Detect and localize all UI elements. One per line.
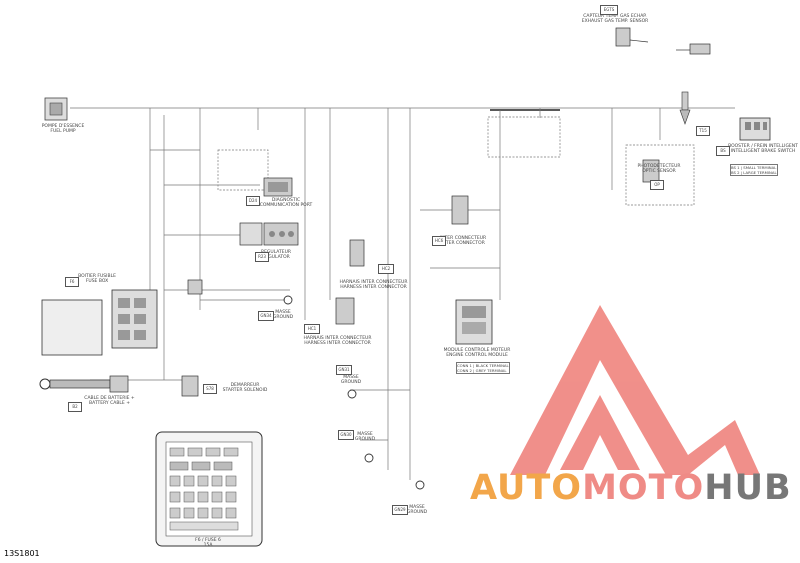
brake-row: BS 2 | LARGE TERMINAL (731, 170, 777, 175)
code-ground-a: GN34 (258, 311, 274, 321)
brake-terminal-table: BS 1 | SMALL TERMINAL BS 2 | LARGE TERMI… (730, 164, 778, 176)
code-inter: HC6 (432, 236, 446, 246)
code-brake: BS (716, 146, 730, 156)
code-harness-b: HC1 (304, 324, 320, 334)
fuel-pump-icon (44, 97, 68, 121)
diagram-id: 13S1801 (4, 549, 40, 558)
diagnostic-connector-icon (263, 177, 293, 197)
ecm-terminal-table: CONN 1 | BLACK TERMINAL CONN 2 | GREY TE… (456, 362, 510, 374)
battery-label: CABLE DE BATTERIE +BATTERY CABLE + (84, 396, 135, 406)
harness-connector-icon (335, 195, 469, 325)
exhaust-sensor-label: CAPTEUR TEMP. GAS ECHAP.EXHAUST GAS TEMP… (581, 14, 649, 24)
code-ground-d: GN29 (392, 505, 408, 515)
code-exhaust: EGTS (600, 5, 618, 15)
exhaust-sensor-icon (615, 27, 711, 55)
code-t15: T15 (696, 126, 710, 136)
brake-row: BS 1 | SMALL TERMINAL (731, 165, 777, 170)
code-regulator: R23 (255, 252, 269, 262)
fuse-box-icon (41, 289, 158, 356)
ecm-row: CONN 2 | GREY TERMINAL (457, 368, 507, 373)
code-fuse-box: F6 (65, 277, 79, 287)
battery-cable-icon (39, 375, 129, 393)
main-connector-pinout-icon (155, 431, 263, 547)
temperature-probe-icon (679, 91, 691, 125)
regulator-connector-icon (239, 222, 299, 246)
engine-control-module-icon (455, 299, 493, 345)
code-diag: D24 (246, 196, 260, 206)
code-ground-c: GN30 (338, 430, 354, 440)
brake-switch-connector-icon (739, 117, 771, 141)
starter-solenoid-icon (181, 279, 203, 397)
ecm-row: CONN 1 | BLACK TERMINAL (457, 363, 509, 368)
code-ground-b: GN31 (336, 365, 352, 375)
watermark-part2: MOTO (582, 468, 705, 508)
watermark-text: AUTOMOTOHUB (470, 468, 792, 508)
ground-ring-icon (283, 295, 425, 490)
watermark-part1: AUTO (470, 468, 583, 508)
watermark-logo (510, 305, 760, 475)
code-starter: S78 (203, 384, 217, 394)
code-harness-a: HC2 (378, 264, 394, 274)
code-optic: OP (650, 180, 664, 190)
code-battery: B2 (68, 402, 82, 412)
watermark-part3: HUB (704, 468, 792, 508)
